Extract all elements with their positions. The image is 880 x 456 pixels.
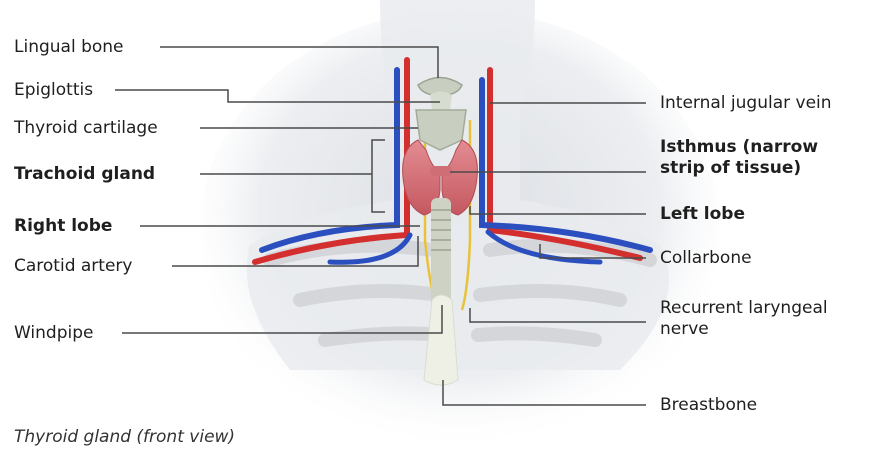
label-recurrent-laryngeal-nerve: Recurrent laryngeal nerve <box>660 298 828 340</box>
body-silhouette <box>200 0 720 450</box>
label-breastbone: Breastbone <box>660 395 757 416</box>
label-thyroid-cartilage: Thyroid cartilage <box>14 118 158 139</box>
label-collarbone: Collarbone <box>660 248 752 269</box>
label-isthmus: Isthmus (narrow strip of tissue) <box>660 137 818 179</box>
isthmus-shape <box>430 166 452 176</box>
label-lingual-bone: Lingual bone <box>14 37 124 58</box>
label-right-lobe: Right lobe <box>14 216 112 237</box>
label-trachoid-gland: Trachoid gland <box>14 164 155 185</box>
label-windpipe: Windpipe <box>14 323 94 344</box>
label-left-lobe: Left lobe <box>660 204 745 225</box>
label-epiglottis: Epiglottis <box>14 80 93 101</box>
label-internal-jugular-vein: Internal jugular vein <box>660 93 832 114</box>
epiglottis-shape <box>430 92 452 111</box>
label-carotid-artery: Carotid artery <box>14 256 132 277</box>
figure-caption: Thyroid gland (front view) <box>14 427 235 447</box>
